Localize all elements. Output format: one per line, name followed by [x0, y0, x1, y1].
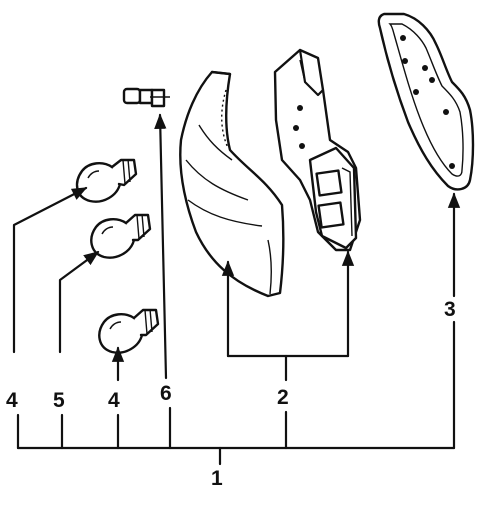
lamp-housing — [273, 48, 362, 252]
tail-lamp-lens — [179, 70, 285, 298]
bulb-part-5 — [90, 213, 152, 259]
bulb-part-4-top — [75, 158, 138, 203]
callout-4-middle: 4 — [108, 389, 120, 412]
callout-6: 6 — [160, 382, 172, 405]
bulb-part-4-bottom — [98, 308, 160, 354]
callout-1: 1 — [211, 467, 223, 490]
leader-lines — [12, 113, 461, 466]
callout-2: 2 — [277, 386, 289, 409]
callout-5: 5 — [53, 389, 65, 412]
lamp-gasket-part-3 — [377, 12, 475, 191]
callout-3: 3 — [444, 298, 456, 321]
wedge-bulb-part-6 — [122, 87, 170, 108]
callout-4-left: 4 — [6, 389, 18, 412]
